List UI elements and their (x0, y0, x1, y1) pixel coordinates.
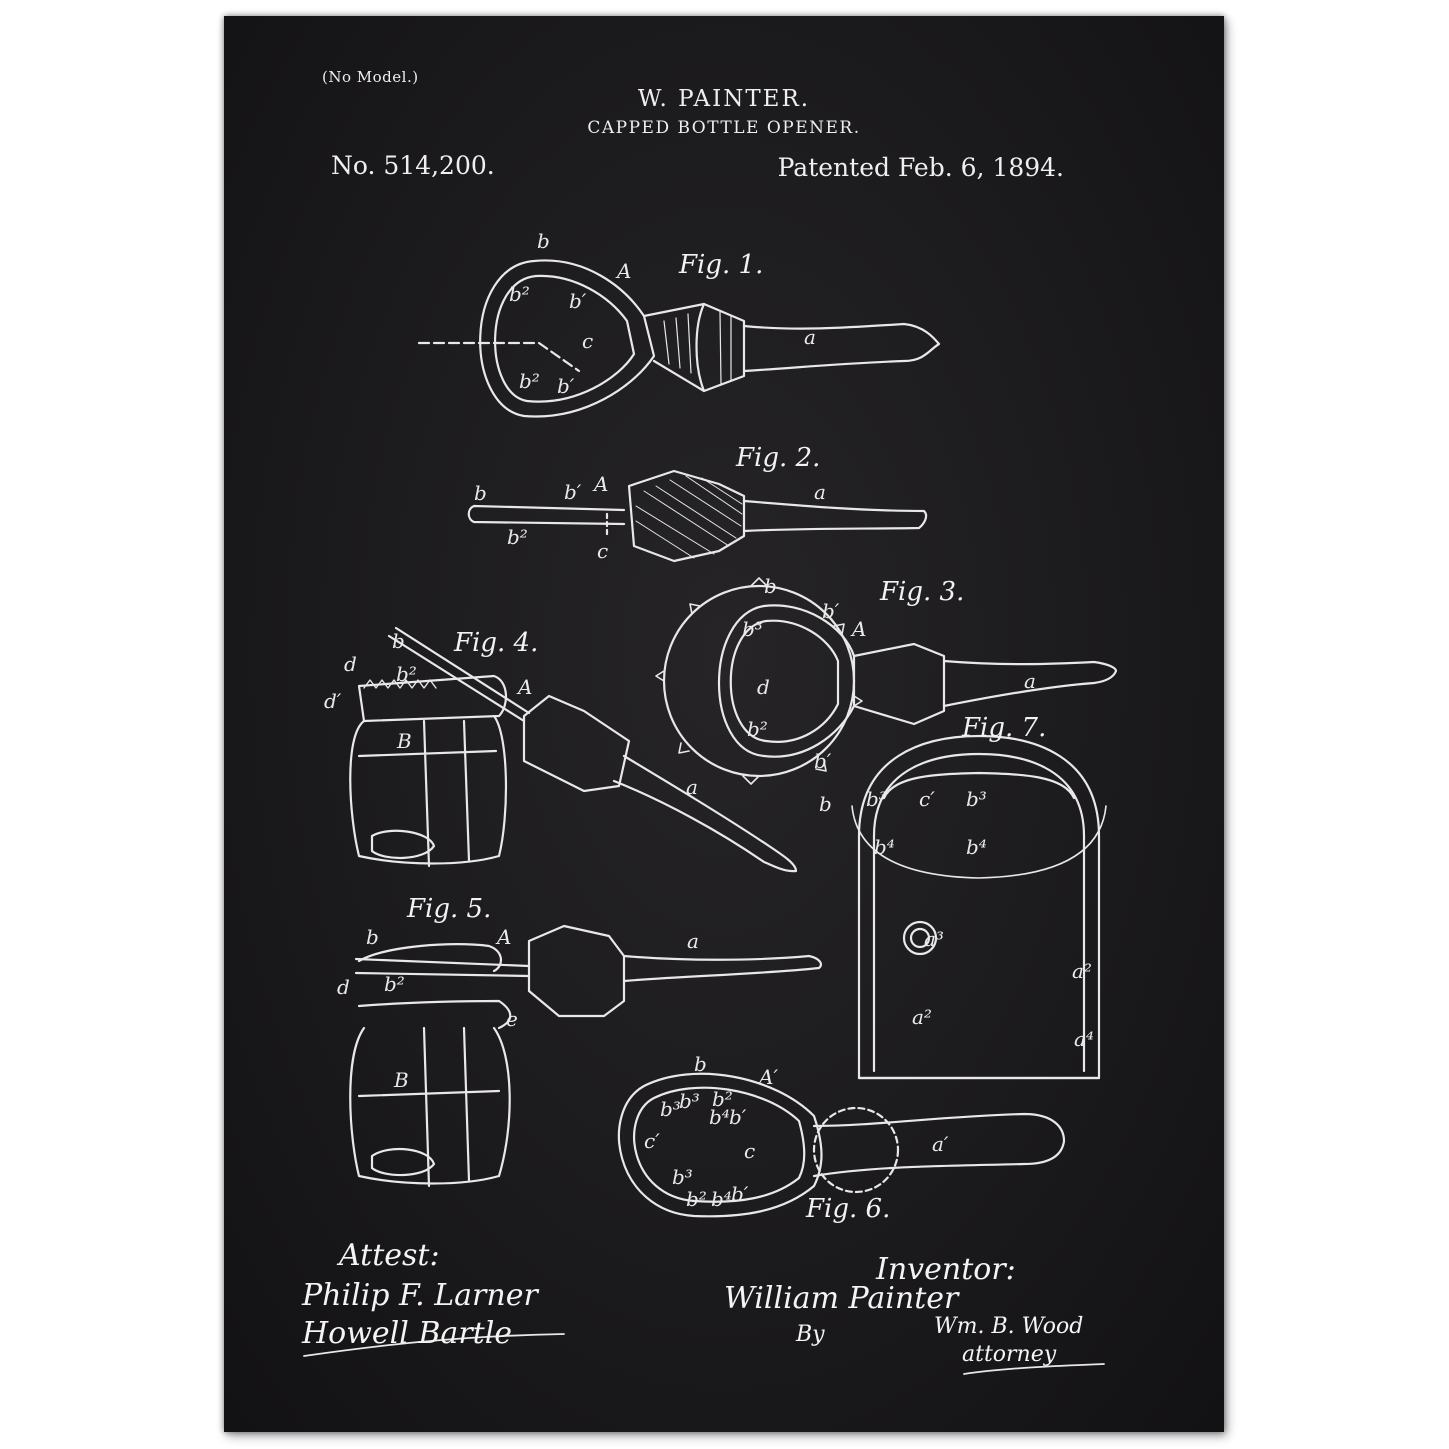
svg-text:b: b (537, 229, 550, 253)
svg-text:b′: b′ (731, 1182, 749, 1206)
svg-text:b: b (474, 481, 487, 505)
inventor-heading: Inventor: (876, 1252, 1016, 1287)
svg-text:d: d (337, 975, 350, 999)
svg-text:B: B (393, 1068, 409, 1092)
by-label: By (796, 1322, 825, 1347)
fig2-drawing: b b′ A b² c a (467, 469, 928, 563)
svg-text:b: b (819, 792, 832, 816)
patent-title: CAPPED BOTTLE OPENER. (587, 118, 861, 138)
fig4-drawing: b d d′ b² A B a (324, 626, 798, 873)
fig6-drawing: b A′ b³ b² b⁴ b′ b³ c′ c b³ b² b⁴ b′ a′ (617, 1052, 1066, 1218)
svg-text:A: A (615, 259, 631, 283)
fig6-label: Fig. 6. (806, 1194, 891, 1224)
svg-text:a²: a² (912, 1005, 932, 1029)
svg-text:A: A (495, 925, 511, 949)
svg-text:b²: b² (747, 717, 768, 741)
svg-text:b⁴: b⁴ (711, 1187, 732, 1211)
fig5-label: Fig. 5. (407, 894, 492, 924)
svg-text:a: a (814, 480, 826, 504)
svg-text:b⁴: b⁴ (874, 835, 895, 859)
svg-text:A: A (516, 675, 532, 699)
fig7-label: Fig. 7. (962, 713, 1047, 743)
svg-text:b²: b² (712, 1087, 733, 1111)
inventor-name: W. PAINTER. (637, 86, 811, 112)
fig2-label: Fig. 2. (736, 443, 821, 473)
svg-text:a²: a² (1072, 959, 1092, 983)
svg-text:A: A (592, 472, 608, 496)
svg-text:b⁴: b⁴ (709, 1105, 730, 1129)
svg-text:e: e (506, 1007, 518, 1031)
svg-text:b: b (764, 574, 777, 598)
attorney-label: attorney (962, 1342, 1057, 1367)
svg-text:b: b (366, 925, 379, 949)
patent-poster: (No Model.) W. PAINTER. CAPPED BOTTLE OP… (224, 16, 1224, 1432)
attorney-signature: Wm. B. Wood (934, 1314, 1084, 1339)
svg-text:b³: b³ (742, 617, 763, 641)
svg-text:b: b (392, 629, 405, 653)
svg-text:A: A (850, 617, 866, 641)
attest-heading: Attest: (339, 1238, 440, 1273)
inventor-signature: William Painter (724, 1281, 959, 1316)
fig1-label: Fig. 1. (679, 250, 764, 280)
svg-text:c: c (582, 329, 593, 353)
svg-text:B: B (396, 729, 412, 753)
svg-text:b⁴: b⁴ (966, 835, 987, 859)
svg-text:c′: c′ (644, 1129, 660, 1153)
svg-text:a: a (687, 929, 699, 953)
svg-text:a³: a³ (924, 927, 944, 951)
svg-text:a: a (1024, 669, 1036, 693)
svg-text:b′: b′ (729, 1105, 747, 1129)
svg-text:a⁴: a⁴ (1074, 1027, 1094, 1051)
svg-text:b³: b³ (660, 1097, 681, 1121)
svg-text:b²: b² (384, 972, 405, 996)
fig3-label: Fig. 3. (880, 577, 965, 607)
svg-text:b³: b³ (672, 1165, 693, 1189)
svg-text:b²: b² (507, 525, 528, 549)
svg-text:d′: d′ (324, 689, 342, 713)
svg-text:A′: A′ (757, 1065, 778, 1089)
fig3-drawing: b b′ A b³ d b² b′ a (655, 574, 1118, 785)
svg-text:b³: b³ (679, 1089, 700, 1113)
svg-text:a: a (804, 325, 816, 349)
svg-text:c: c (744, 1139, 755, 1163)
svg-text:c: c (597, 539, 608, 563)
svg-text:b′: b′ (814, 749, 832, 773)
fig5-drawing: b A d b² e B a (337, 924, 823, 1188)
svg-text:b′: b′ (569, 289, 587, 313)
witness-2-signature: Howell Bartle (302, 1316, 513, 1351)
svg-text:b²: b² (519, 369, 540, 393)
svg-text:b: b (694, 1052, 707, 1076)
fig1-drawing: b A b² b′ c b² b′ a (417, 229, 941, 418)
fig7-drawing: b b³ c′ b³ b⁴ b⁴ a³ a² a² a⁴ (819, 734, 1107, 1080)
no-model-note: (No Model.) (322, 68, 419, 86)
witness-1-signature: Philip F. Larner (302, 1278, 538, 1313)
patent-number: No. 514,200. (331, 151, 495, 180)
svg-text:b′: b′ (822, 599, 840, 623)
svg-text:b²: b² (686, 1187, 707, 1211)
svg-text:d: d (344, 652, 357, 676)
patent-drawing: b A b² b′ c b² b′ a b b′ A b² c a (303, 229, 1118, 1375)
signature-flourishes (303, 1333, 1105, 1375)
svg-text:d: d (757, 675, 770, 699)
svg-text:c′: c′ (919, 787, 935, 811)
svg-text:b′: b′ (564, 480, 582, 504)
svg-text:b′: b′ (557, 374, 575, 398)
fig4-label: Fig. 4. (454, 628, 539, 658)
svg-text:a′: a′ (932, 1132, 949, 1156)
svg-text:b³: b³ (966, 787, 987, 811)
svg-text:b²: b² (509, 282, 530, 306)
patent-date: Patented Feb. 6, 1894. (777, 153, 1064, 182)
svg-text:b³: b³ (866, 787, 887, 811)
svg-text:a: a (686, 775, 698, 799)
svg-text:b²: b² (396, 662, 417, 686)
